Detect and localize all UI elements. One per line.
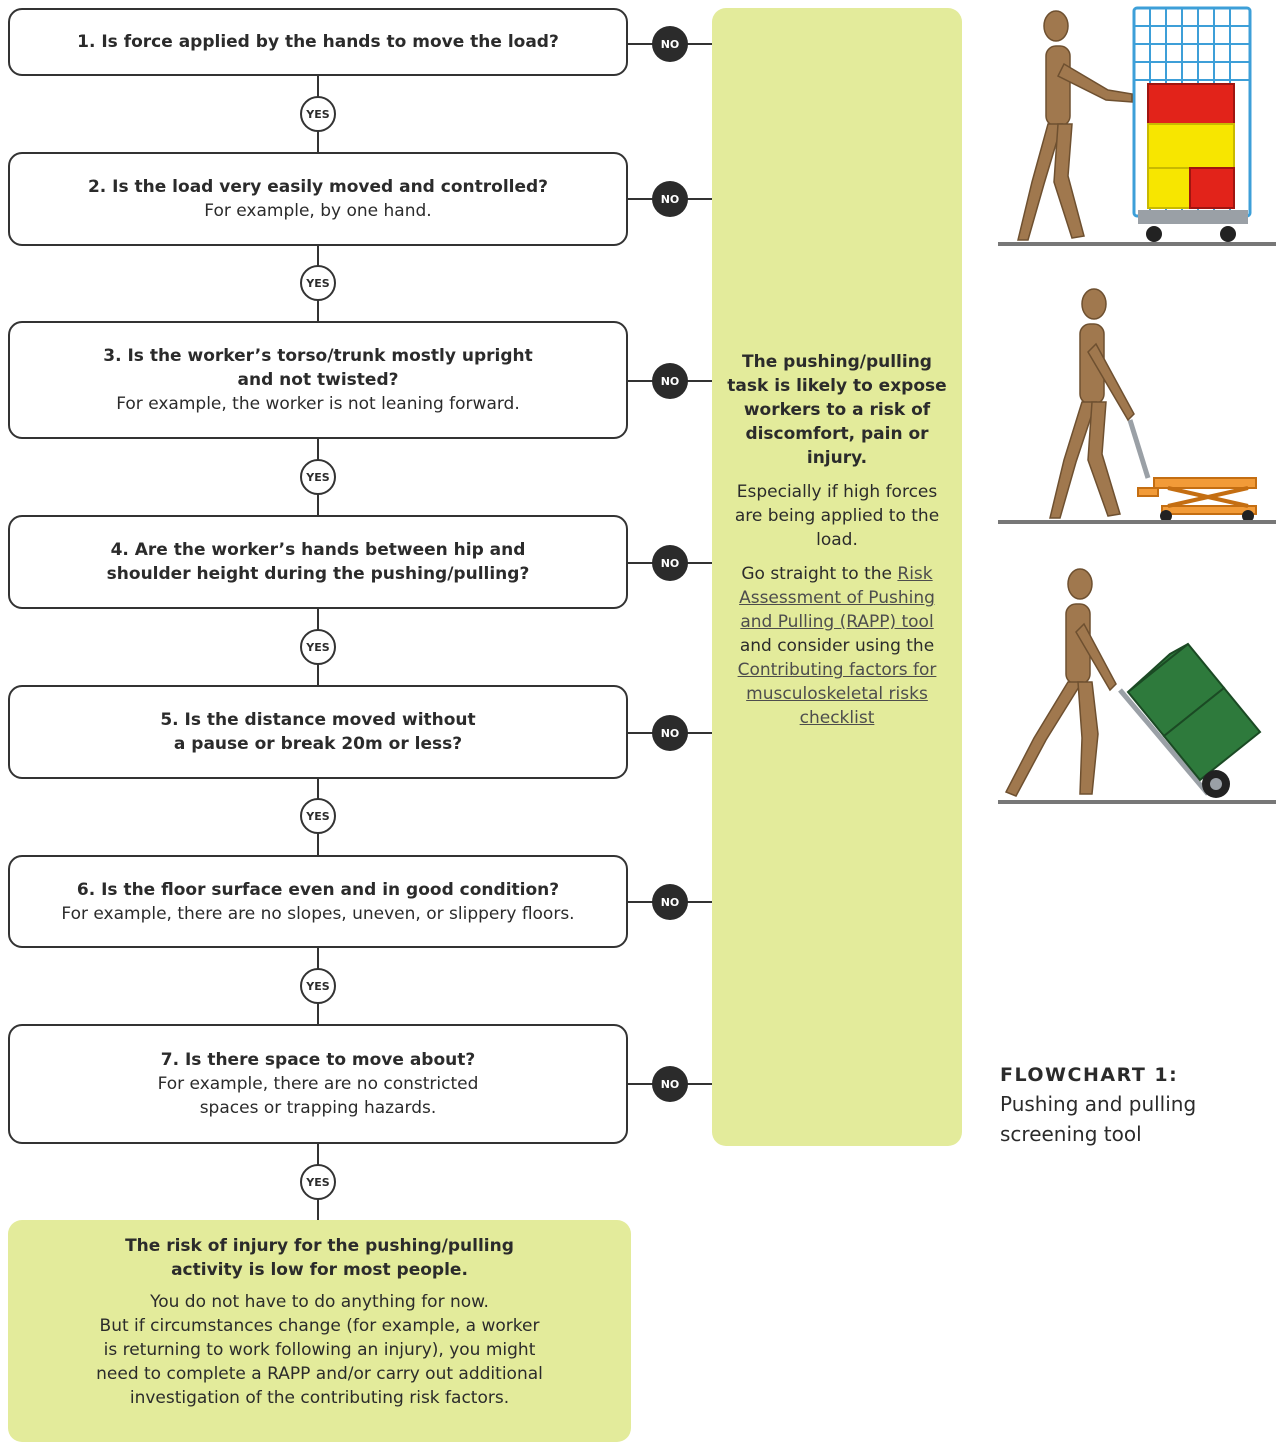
question-text: 4. Are the worker’s hands between hip an…	[106, 540, 530, 584]
flowchart-subtitle: Pushing and pulling screening tool	[1000, 1092, 1197, 1146]
low-risk-body: You do not have to do anything for now. …	[96, 1292, 543, 1408]
flowchart-label: FLOWCHART 1:	[1000, 1064, 1179, 1086]
risk-headline: The pushing/pulling task is likely to ex…	[727, 352, 947, 468]
question-text: 2. Is the load very easily moved and con…	[87, 177, 549, 197]
question-example: For example, by one hand.	[204, 201, 432, 221]
risk-outcome-box: The pushing/pulling task is likely to ex…	[712, 8, 962, 1146]
no-badge: NO	[652, 884, 688, 920]
no-badge: NO	[652, 545, 688, 581]
question-box-1: 1. Is force applied by the hands to move…	[8, 8, 628, 76]
no-badge: NO	[652, 363, 688, 399]
no-badge: NO	[652, 26, 688, 62]
question-example: For example, there are no constricted sp…	[157, 1074, 479, 1118]
risk-action-mid: and consider using the	[739, 636, 935, 656]
scissor-lift-trolley	[1137, 477, 1257, 515]
roll-cage-trolley-illustration	[998, 6, 1276, 246]
crates	[1147, 83, 1235, 209]
flowchart-caption: FLOWCHART 1: Pushing and pulling screeni…	[1000, 1061, 1270, 1149]
no-badge: NO	[652, 715, 688, 751]
question-box-4: 4. Are the worker’s hands between hip an…	[8, 515, 628, 609]
question-box-3: 3. Is the worker’s torso/trunk mostly up…	[8, 321, 628, 439]
rapp-tool-link[interactable]: Risk Assessment of Pushing and Pulling (…	[739, 564, 935, 632]
question-text: 7. Is there space to move about?	[160, 1050, 476, 1070]
question-text: 5. Is the distance moved without a pause…	[160, 710, 476, 754]
question-example: For example, the worker is not leaning f…	[116, 394, 520, 414]
low-risk-headline: The risk of injury for the pushing/pulli…	[125, 1236, 514, 1280]
risk-action: Go straight to the Risk Assessment of Pu…	[726, 562, 948, 730]
yes-badge: YES	[300, 265, 336, 301]
mannequin-figure	[1004, 568, 1117, 797]
no-badge: NO	[652, 1066, 688, 1102]
hand-truck-illustration	[998, 568, 1276, 804]
yes-badge: YES	[300, 629, 336, 665]
green-bins	[1126, 642, 1262, 782]
question-box-2: 2. Is the load very easily moved and con…	[8, 152, 628, 246]
question-text: 6. Is the floor surface even and in good…	[76, 879, 560, 900]
risk-action-prefix: Go straight to the	[741, 564, 892, 584]
yes-badge: YES	[300, 798, 336, 834]
low-risk-outcome-box: The risk of injury for the pushing/pulli…	[8, 1220, 631, 1442]
question-text: 1. Is force applied by the hands to move…	[77, 32, 559, 52]
mannequin-figure	[1017, 10, 1133, 241]
mannequin-figure	[1049, 288, 1135, 519]
yes-badge: YES	[300, 459, 336, 495]
contributing-factors-checklist-link[interactable]: Contributing factors for musculoskeletal…	[737, 660, 937, 728]
yes-badge: YES	[300, 968, 336, 1004]
question-text: 3. Is the worker’s torso/trunk mostly up…	[103, 346, 533, 390]
risk-note: Especially if high forces are being appl…	[734, 482, 940, 550]
no-badge: NO	[652, 181, 688, 217]
question-box-5: 5. Is the distance moved without a pause…	[8, 685, 628, 779]
question-example: For example, there are no slopes, uneven…	[61, 903, 575, 924]
question-box-7: 7. Is there space to move about? For exa…	[8, 1024, 628, 1144]
yes-badge: YES	[300, 1164, 336, 1200]
scissor-lift-trolley-illustration	[998, 288, 1276, 524]
yes-badge: YES	[300, 96, 336, 132]
question-box-6: 6. Is the floor surface even and in good…	[8, 855, 628, 948]
